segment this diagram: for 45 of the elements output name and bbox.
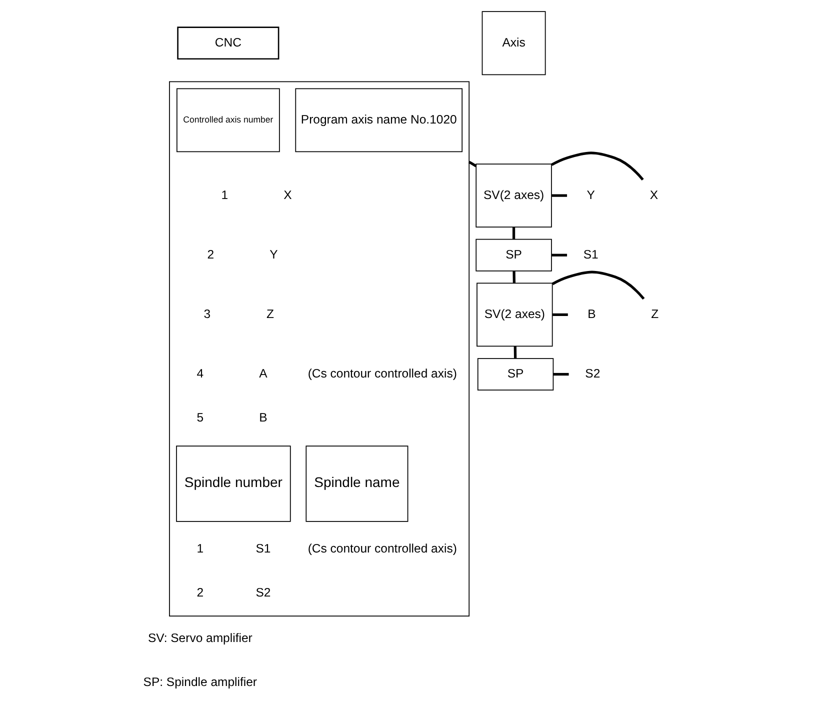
label: A (259, 366, 268, 381)
connector (552, 270, 645, 300)
node-text: B (588, 306, 596, 321)
label: 2 (196, 586, 204, 600)
label: 1 (221, 188, 228, 202)
label: 4 (196, 366, 204, 381)
node-box: Spindle name (306, 446, 408, 522)
node-box: SP (477, 358, 554, 390)
label: (Cs contour controlled axis) (308, 542, 457, 556)
connector (552, 254, 568, 256)
label: S2 (256, 586, 271, 600)
node-box: Axis (482, 11, 546, 76)
node-text: S1 (583, 247, 598, 262)
connector (468, 160, 477, 168)
connector (552, 194, 568, 197)
label: Z (266, 306, 274, 321)
connector (553, 372, 569, 376)
node-box: SV(2 axes) (476, 164, 552, 228)
node-box: SP (476, 238, 552, 272)
connector (552, 313, 568, 316)
node-text: Z (651, 306, 659, 321)
label: 1 (196, 542, 204, 556)
node-text: X (650, 188, 658, 202)
label: 5 (196, 410, 204, 424)
label: (Cs contour controlled axis) (308, 366, 457, 381)
node-box: SV(2 axes) (476, 282, 553, 347)
node-box: Program axis name No.1020 (295, 88, 463, 152)
node-box: Controlled axis number (176, 88, 280, 152)
node-box: CNC (177, 26, 280, 60)
connector (512, 271, 516, 284)
node-text: Y (586, 188, 595, 202)
label: 3 (204, 306, 211, 321)
connector (514, 346, 517, 358)
label: B (259, 410, 268, 424)
label: SP: Spindle amplifier (143, 674, 258, 689)
label: SV: Servo amplifier (148, 631, 252, 646)
connector (551, 152, 644, 181)
node-box: Spindle number (176, 446, 291, 522)
label: 2 (207, 247, 214, 262)
node-text: S2 (585, 366, 600, 381)
connector (512, 227, 516, 240)
cluster (169, 81, 470, 617)
label: Y (270, 247, 278, 262)
label: X (284, 188, 292, 202)
label: S1 (256, 542, 271, 556)
